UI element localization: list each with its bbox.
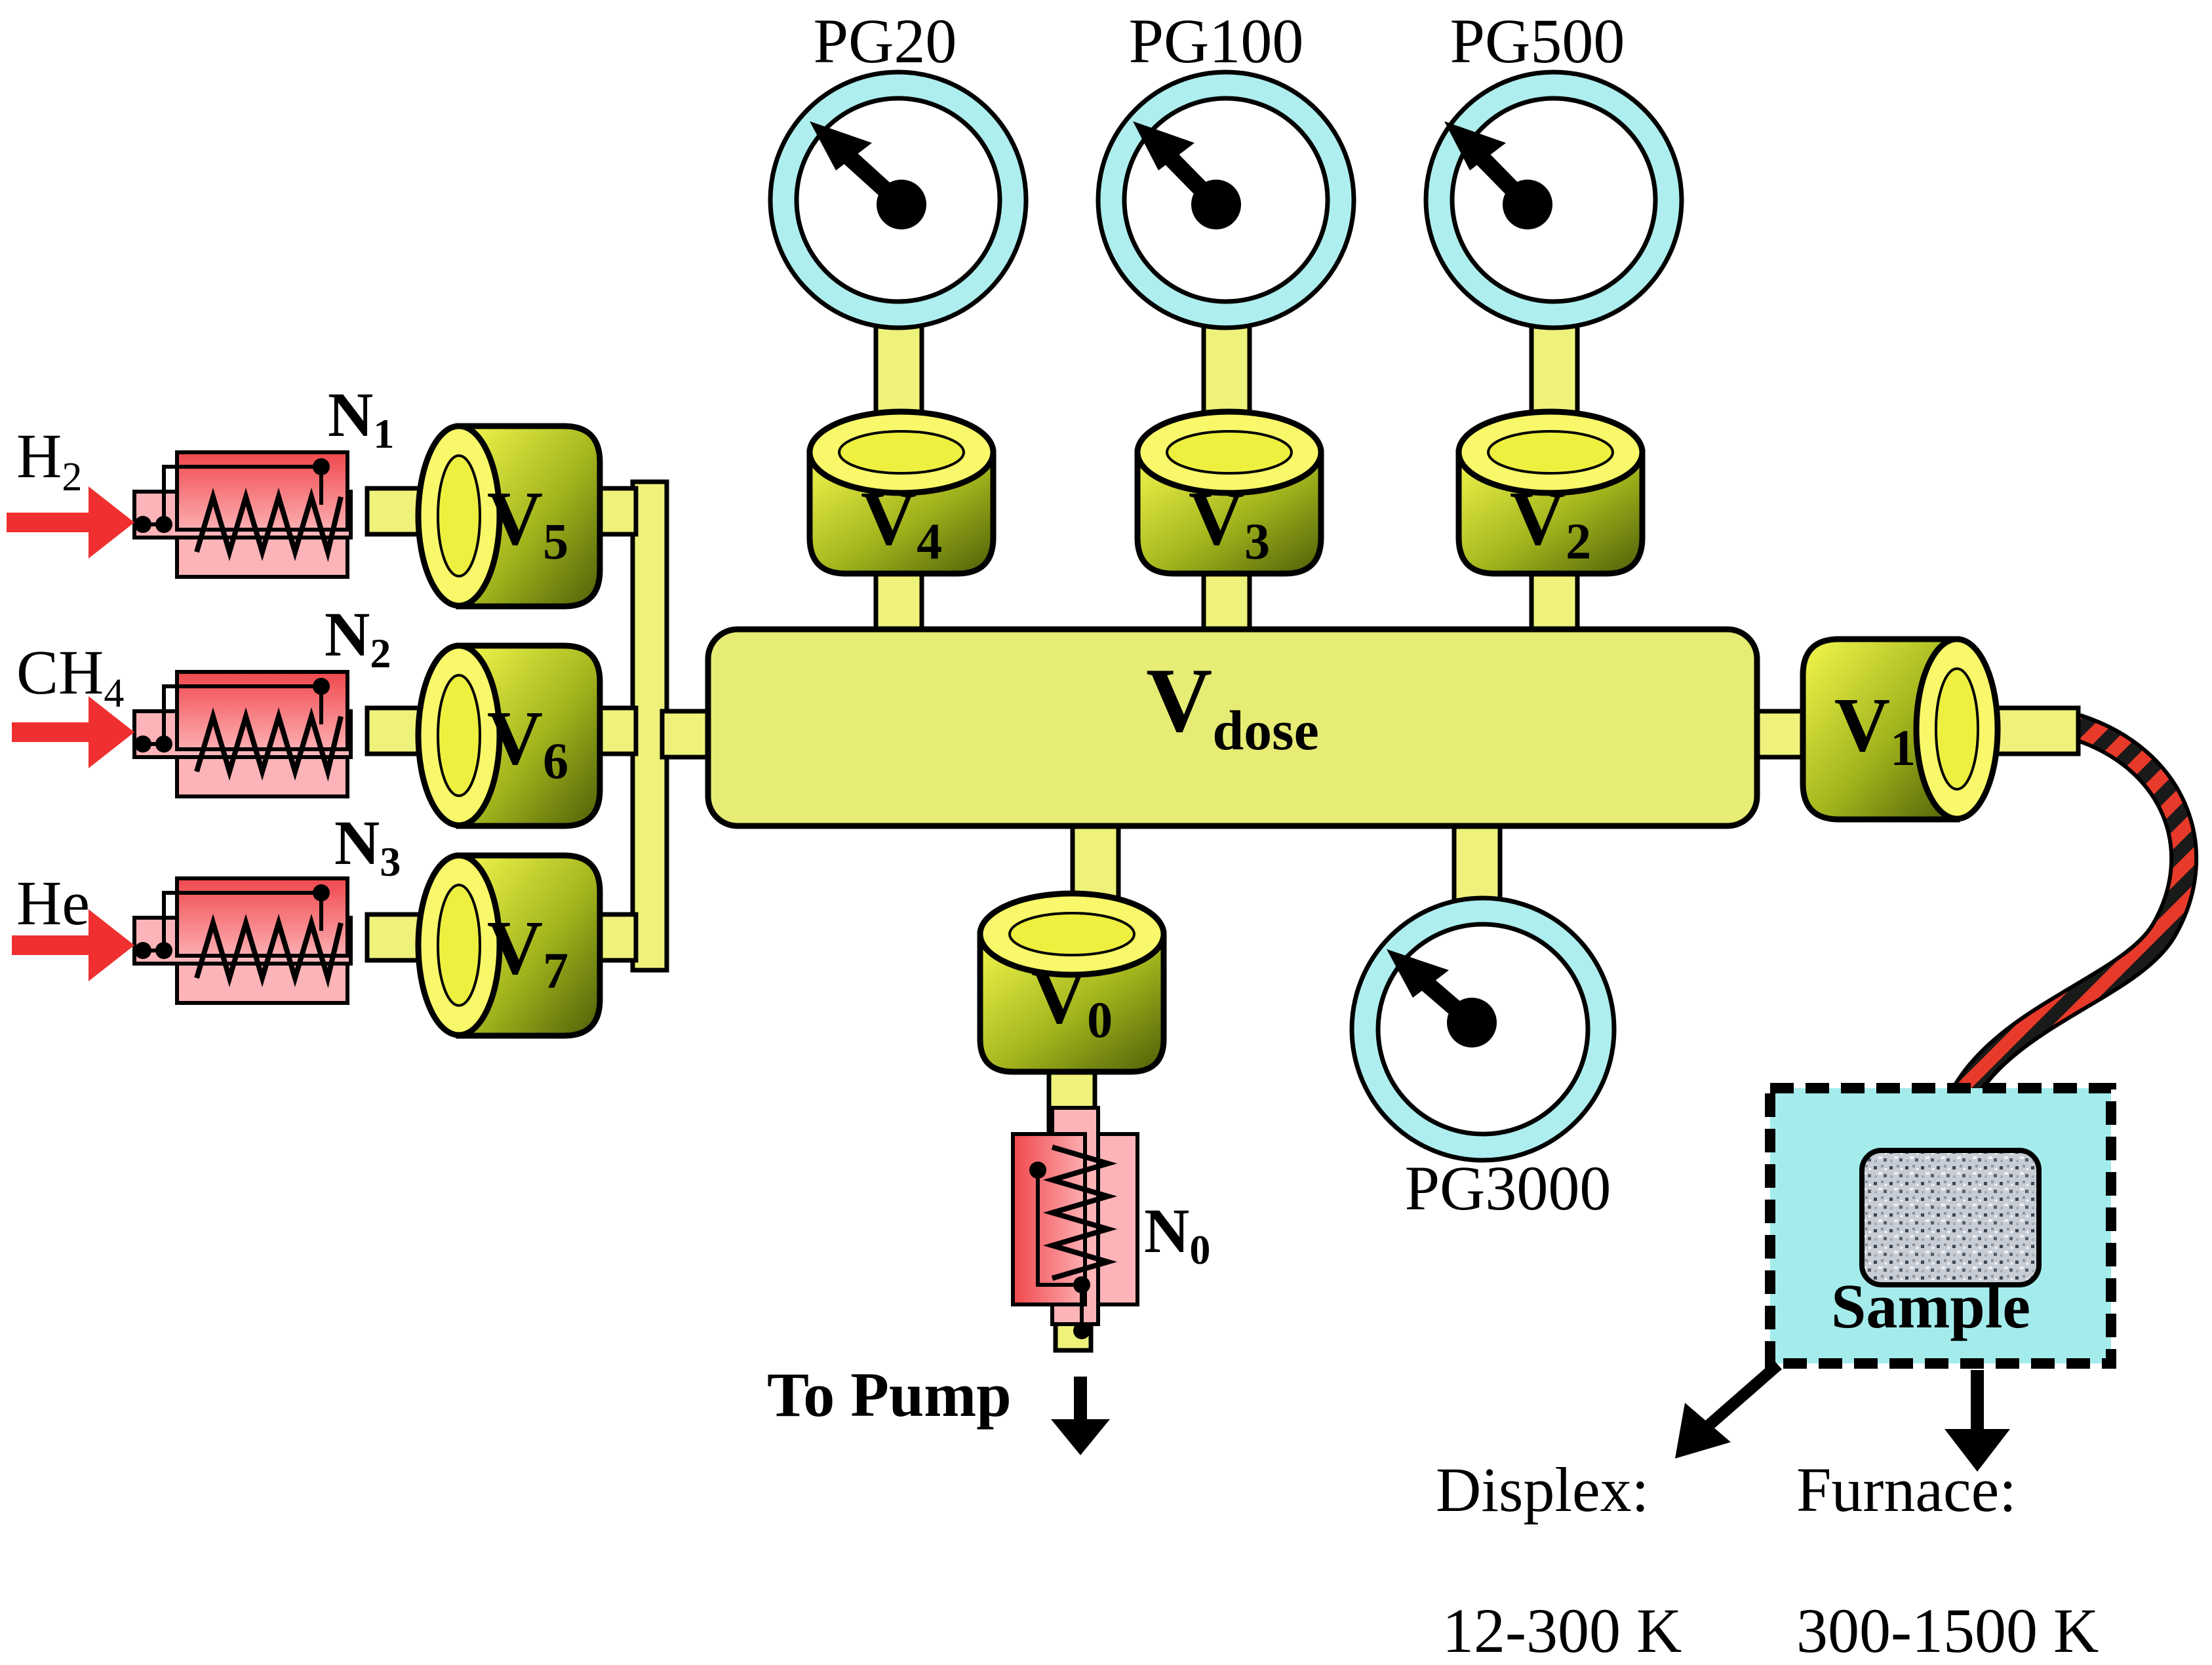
valve-label-v2: V2	[1510, 475, 1591, 570]
needle-label-n0: N0	[1144, 1196, 1210, 1273]
gas-arrow-ch4	[12, 696, 134, 768]
needle-valve-n0[interactable]	[1011, 1106, 1139, 1339]
valve-label-v3: V3	[1189, 475, 1270, 570]
gas-label-ch4: CH4	[16, 637, 124, 716]
sample-label: Sample	[1831, 1271, 2030, 1341]
furnace-range: 300-1500 K	[1796, 1596, 2099, 1665]
sample-chamber: Sample	[1765, 1083, 2116, 1369]
valve-v3[interactable]: V3	[1134, 408, 1324, 577]
gas-label-he: He	[16, 868, 90, 938]
gauge-label-pg500: PG500	[1450, 6, 1625, 76]
valve-label-v7: V7	[487, 905, 568, 999]
gas-arrow-he	[12, 909, 134, 981]
valve-label-v6: V6	[487, 695, 568, 789]
gauge-label-pg100: PG100	[1129, 6, 1304, 76]
gas-label-h2: H2	[16, 421, 82, 499]
valve-v5[interactable]: V5	[415, 423, 603, 610]
valve-label-v4: V4	[861, 475, 942, 570]
displex-range: 12-300 K	[1442, 1596, 1682, 1665]
needle-valve-n1[interactable]	[132, 450, 353, 579]
needle-label-n2: N2	[325, 599, 391, 676]
gauge-label-pg20: PG20	[814, 6, 957, 76]
needle-label-n1: N1	[328, 380, 394, 457]
pump-label: To Pump	[767, 1360, 1012, 1430]
valve-label-v5: V5	[487, 475, 568, 570]
needle-valve-n2[interactable]	[132, 670, 353, 798]
furnace-arrow	[1945, 1370, 2010, 1472]
dose-manifold: Vdose	[705, 626, 1760, 829]
valve-v7[interactable]: V7	[415, 852, 603, 1039]
furnace-label: Furnace:	[1796, 1455, 2017, 1525]
displex-label: Displex:	[1436, 1455, 1649, 1525]
dose-volume-label: Vdose	[1146, 650, 1319, 762]
pressure-gauge-pg100	[1096, 69, 1356, 330]
displex-arrow	[1675, 1360, 1782, 1459]
valve-label-v0: V0	[1031, 954, 1113, 1048]
pressure-gauge-pg3000	[1349, 895, 1617, 1163]
gauge-label-pg3000: PG3000	[1405, 1153, 1611, 1223]
valve-v0[interactable]: V0	[977, 890, 1167, 1075]
pressure-gauge-pg500	[1423, 69, 1684, 330]
valve-v6[interactable]: V6	[415, 642, 603, 829]
valve-v2[interactable]: V2	[1455, 408, 1646, 577]
pipes	[365, 312, 2081, 1353]
pressure-gauge-pg20	[768, 69, 1029, 330]
valve-label-v1: V1	[1834, 682, 1916, 776]
gas-arrow-h2	[7, 486, 134, 558]
needle-label-n3: N3	[334, 808, 401, 885]
valve-v1[interactable]: V1	[1800, 636, 2001, 823]
needle-valve-n3[interactable]	[132, 876, 353, 1005]
pump-arrow	[1051, 1377, 1110, 1455]
valve-v4[interactable]: V4	[806, 408, 997, 577]
